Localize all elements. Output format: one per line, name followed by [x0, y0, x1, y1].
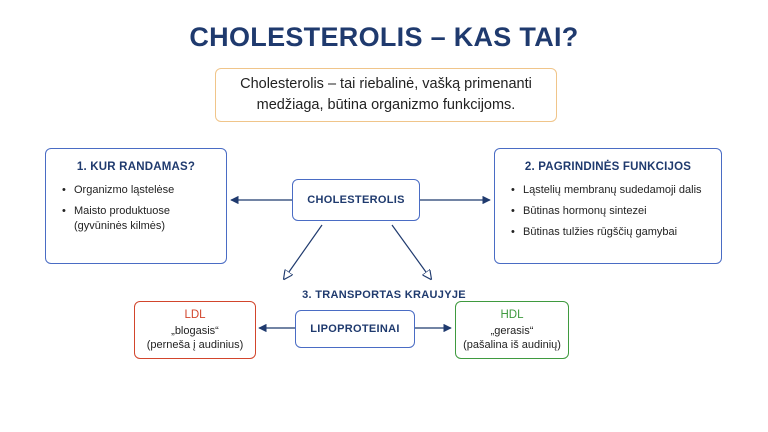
- page-title: CHOLESTEROLIS – KAS TAI?: [189, 22, 579, 52]
- left-panel-item-text: Maisto produktuose: [74, 205, 170, 217]
- left-panel-where-found: 1. KUR RANDAMAS? Organizmo ląstelėse Mai…: [45, 148, 227, 264]
- center-node-label: CHOLESTEROLIS: [307, 194, 405, 206]
- left-panel-heading: 1. KUR RANDAMAS?: [76, 161, 196, 173]
- left-panel-item: Maisto produktuose (gyvūninės kilmės): [62, 204, 210, 234]
- ldl-nickname: „blogasis“: [171, 325, 219, 337]
- hdl-name: HDL: [500, 309, 524, 321]
- right-panel-main-functions: 2. PAGRINDINĖS FUNKCIJOS Ląstelių membra…: [494, 148, 722, 264]
- right-panel-heading: 2. PAGRINDINĖS FUNKCIJOS: [524, 161, 692, 173]
- hdl-box: HDL „gerasis“ (pašalina iš audinių): [455, 301, 569, 359]
- ldl-box: LDL „blogasis“ (perneša į audinius): [134, 301, 256, 359]
- ldl-description: (perneša į audinius): [146, 339, 244, 351]
- right-panel-item: Būtinas hormonų sintezei: [511, 204, 705, 219]
- lipoproteins-node: LIPOPROTEINAI: [295, 310, 415, 348]
- arrow-down-right: [391, 224, 431, 279]
- arrow-down-left: [284, 224, 323, 279]
- cholesterol-center-node: CHOLESTEROLIS: [292, 179, 420, 221]
- hdl-nickname: „gerasis“: [490, 325, 534, 337]
- left-panel-item: Organizmo ląstelėse: [62, 183, 210, 198]
- right-panel-item: Būtinas tulžies rūgščių gamybai: [511, 225, 705, 240]
- transport-heading: 3. TRANSPORTAS KRAUJYJE: [302, 289, 466, 301]
- ldl-name: LDL: [184, 309, 206, 321]
- definition-line-1: Cholesterolis – tai riebalinė, vašką pri…: [240, 76, 532, 92]
- definition-box: Cholesterolis – tai riebalinė, vašką pri…: [215, 68, 557, 122]
- hdl-description: (pašalina iš audinių): [463, 339, 561, 351]
- left-panel-item-subtext: (gyvūninės kilmės): [74, 220, 166, 232]
- definition-line-2: medžiaga, būtina organizmo funkcijoms.: [256, 97, 516, 113]
- right-panel-item: Ląstelių membranų sudedamoji dalis: [511, 183, 705, 198]
- lipoproteins-label: LIPOPROTEINAI: [310, 323, 400, 335]
